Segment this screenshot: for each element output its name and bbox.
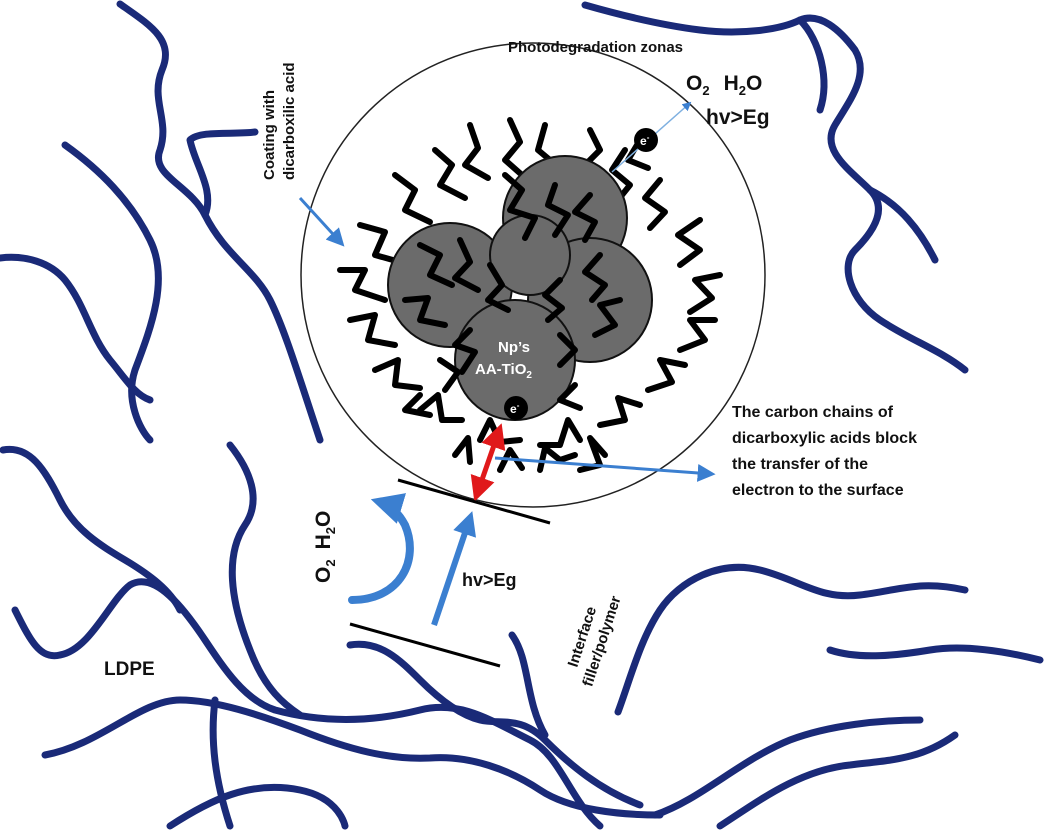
polymer-chain	[0, 445, 184, 614]
polymer-chain	[826, 644, 1044, 664]
svg-text:e-: e-	[510, 401, 520, 416]
band-line-lower	[349, 622, 501, 668]
svg-text:electron to the surface: electron to the surface	[732, 482, 904, 499]
polymer-chain	[508, 631, 549, 739]
coating-label: Coating with dicarboxilic acid	[261, 62, 298, 180]
polymer-chain	[651, 716, 924, 819]
polymer-chain	[186, 128, 259, 219]
carbon-chain-note: The carbon chains of dicarboxylic acids …	[732, 404, 917, 499]
band-line-upper	[397, 478, 551, 525]
polymer-chain	[866, 186, 939, 264]
svg-text:Coating with: Coating with	[261, 90, 278, 180]
polymer-chain	[346, 640, 644, 809]
nanoparticle-sphere-main	[454, 299, 576, 421]
hv-eg-bottom-label: hv>Eg	[462, 570, 517, 590]
svg-text:dicarboxylic acids block: dicarboxylic acids block	[732, 430, 917, 447]
polymer-chain	[581, 1, 969, 374]
svg-text:the transfer of the: the transfer of the	[732, 456, 868, 473]
polymer-chain	[614, 563, 969, 716]
polymer-chain	[716, 731, 959, 830]
polymer-chain	[116, 0, 324, 444]
svg-text:dicarboxilic acid: dicarboxilic acid	[281, 62, 298, 180]
photodegradation-title: Photodegradation zonas	[508, 39, 683, 56]
coating-arrow	[298, 196, 345, 247]
interface-label: Interface filler/polymer	[565, 594, 625, 689]
svg-text:AA-TiO2: AA-TiO2	[475, 361, 532, 381]
polymer-chain	[209, 696, 234, 830]
photodegradation-zone-circle	[300, 42, 766, 508]
svg-text:Np’s: Np’s	[498, 339, 530, 356]
polymer-chain	[41, 696, 664, 819]
polymer-chain	[166, 783, 349, 830]
electron-marker-particle: e-	[504, 396, 528, 420]
carbon-chains-front	[402, 172, 623, 411]
svg-text:e-: e-	[640, 133, 650, 148]
electron-transfer-red-arrow	[470, 423, 506, 502]
np-label: Np’s AA-TiO2	[475, 339, 532, 381]
o2-h2o-bottom-label: O2H2O	[312, 511, 338, 583]
polymer-chain	[11, 578, 604, 830]
polymer-chain	[0, 253, 154, 404]
curved-o2-h2o-arrow	[348, 493, 414, 604]
electron-block-arrow	[494, 456, 716, 482]
svg-text:The carbon chains of: The carbon chains of	[732, 404, 894, 421]
polymer-chain	[226, 441, 304, 719]
electron-marker-top: e-	[634, 128, 658, 152]
polymer-chain	[61, 141, 162, 444]
ldpe-label: LDPE	[104, 659, 155, 680]
polymer-chain	[796, 16, 828, 114]
hv-up-arrow	[431, 511, 477, 626]
hv-eg-top-label: hv>Eg	[706, 106, 770, 129]
